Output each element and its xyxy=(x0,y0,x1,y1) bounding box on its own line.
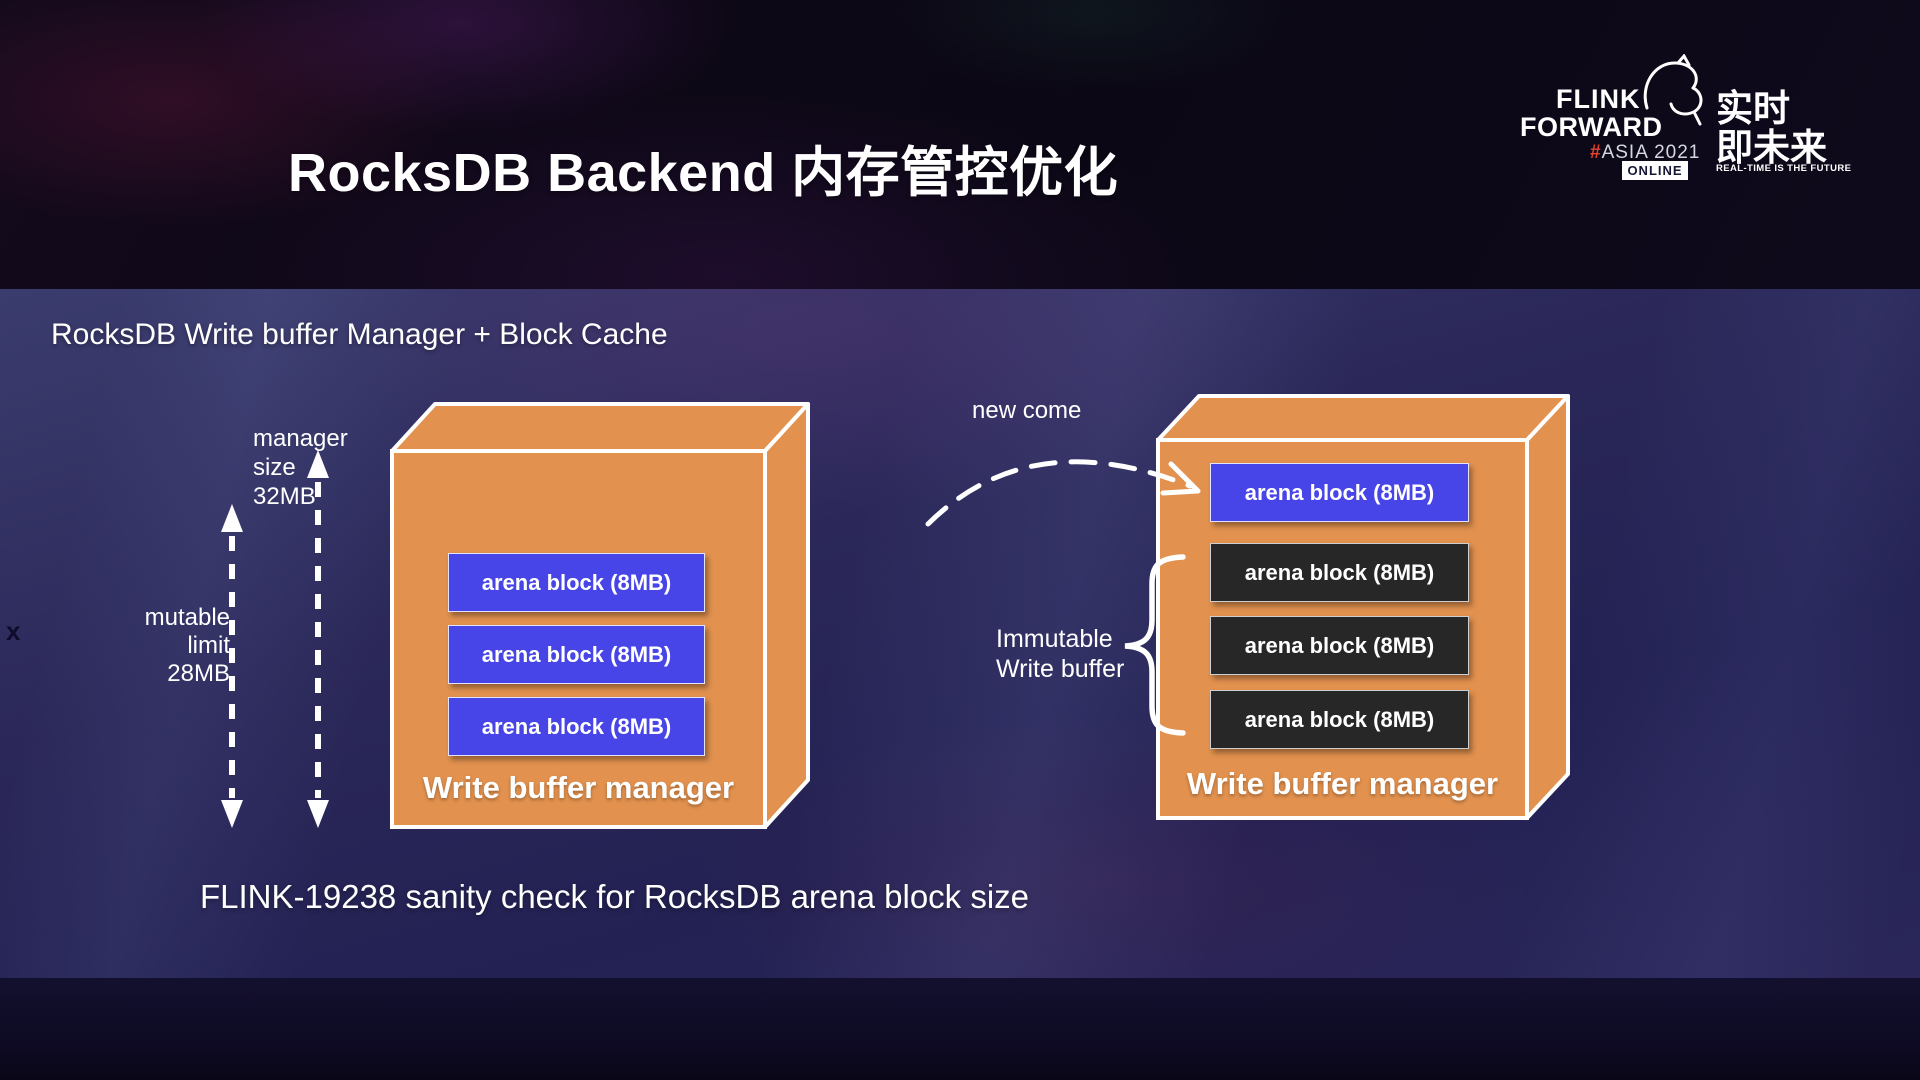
section-subtitle: RocksDB Write buffer Manager + Block Cac… xyxy=(51,318,668,351)
right-box-top-face xyxy=(1156,394,1570,442)
right-arena-block-immutable-3: arena block (8MB) xyxy=(1210,690,1469,749)
logo-cjk-line1: 实时 xyxy=(1716,88,1790,129)
logo-hash: # xyxy=(1590,142,1602,163)
manager-size-arrow xyxy=(307,450,329,828)
manager-size-line2: size xyxy=(253,454,296,481)
immutable-brace xyxy=(1124,554,1186,736)
right-box-title: Write buffer manager xyxy=(1186,766,1499,801)
manager-size-label: manager size 32MB xyxy=(253,424,348,511)
logo-asia-2021: #ASIA 2021 xyxy=(1590,142,1700,164)
logo-tagline: REAL-TIME IS THE FUTURE xyxy=(1716,163,1852,174)
left-box-top-face xyxy=(390,402,810,453)
mutable-limit-line2: limit xyxy=(187,632,230,659)
manager-size-line3: 32MB xyxy=(253,483,316,510)
new-come-arrow xyxy=(925,459,1201,527)
page-title: RocksDB Backend 内存管控优化 xyxy=(288,143,1119,203)
right-arena-block-new: arena block (8MB) xyxy=(1210,463,1469,522)
logo-flink-text: FLINK xyxy=(1556,84,1641,114)
footnote: FLINK-19238 sanity check for RocksDB are… xyxy=(200,878,1030,915)
left-box-side-face xyxy=(763,402,810,829)
right-arena-block-immutable-1: arena block (8MB) xyxy=(1210,543,1469,602)
right-write-buffer-box xyxy=(1156,394,1570,820)
logo-asia-text: ASIA 2021 xyxy=(1601,142,1701,163)
mutable-limit-label: mutable limit 28MB xyxy=(108,604,230,688)
left-write-buffer-box xyxy=(390,402,810,829)
immutable-line1: Immutable xyxy=(996,625,1113,653)
left-box-title: Write buffer manager xyxy=(422,770,735,805)
right-arena-block-immutable-2: arena block (8MB) xyxy=(1210,616,1469,675)
immutable-write-buffer-label: Immutable Write buffer xyxy=(996,624,1124,684)
immutable-line2: Write buffer xyxy=(996,655,1125,683)
squirrel-icon xyxy=(1643,54,1703,126)
background-top-band xyxy=(0,0,1920,289)
logo-forward-text: FORWARD xyxy=(1520,112,1663,142)
logo-online-badge: ONLINE xyxy=(1622,161,1688,180)
right-box-side-face xyxy=(1525,394,1570,820)
manager-size-line1: manager xyxy=(253,425,348,452)
left-arena-block-3: arena block (8MB) xyxy=(448,697,705,756)
mutable-limit-arrow xyxy=(221,504,243,828)
mutable-limit-line3: 28MB xyxy=(167,660,230,687)
left-arena-block-2: arena block (8MB) xyxy=(448,625,705,684)
stray-x-mark: x xyxy=(6,616,21,646)
left-arena-block-1: arena block (8MB) xyxy=(448,553,705,612)
new-come-label: new come xyxy=(972,397,1082,424)
logo-cjk-line2: 即未来 xyxy=(1716,127,1827,168)
mutable-limit-line1: mutable xyxy=(144,604,230,631)
background-bottom-band xyxy=(0,978,1920,1080)
